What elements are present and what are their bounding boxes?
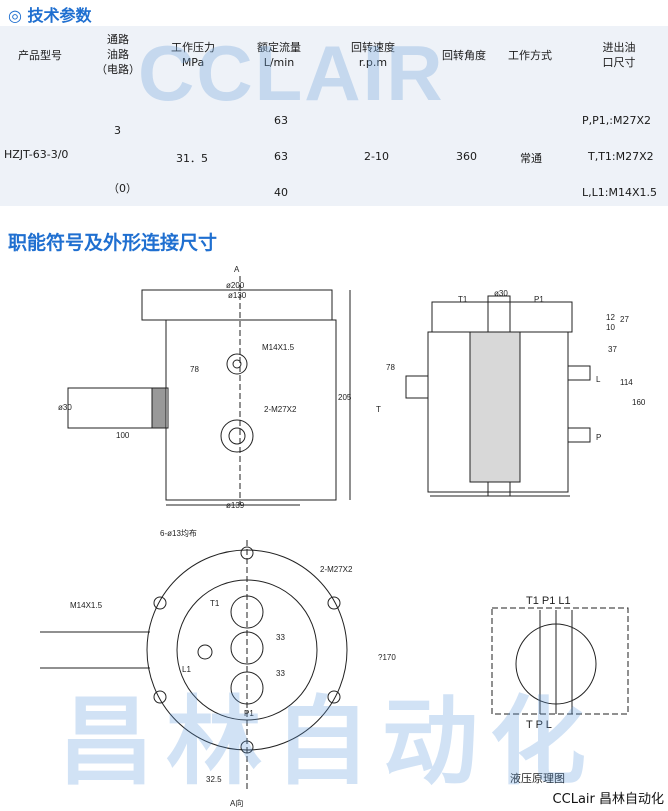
cell-ports-3: L,L1:M14X1.5 bbox=[582, 186, 657, 199]
spec-table: 产品型号 通路 油路 （电路） 工作压力 MPa 额定流量 L/min 回转速度… bbox=[0, 26, 668, 206]
symbol-top-ports: T1 P1 L1 bbox=[526, 595, 571, 607]
bottom-l1: L1 bbox=[182, 665, 191, 674]
section-view bbox=[405, 295, 591, 497]
front-m14: M14X1.5 bbox=[262, 343, 295, 352]
section-title-params: ◎ 技术参数 bbox=[8, 6, 92, 25]
section-h37: 37 bbox=[608, 345, 617, 354]
section-p: P bbox=[596, 433, 601, 442]
brand-watermark: CCLAIR bbox=[138, 29, 445, 117]
bottom-d33a: 33 bbox=[276, 633, 285, 642]
front-d130: ø130 bbox=[228, 291, 247, 300]
section-h12: 12 bbox=[606, 313, 615, 322]
cell-pressure: 31．5 bbox=[176, 152, 208, 165]
cell-flow-1: 63 bbox=[274, 114, 288, 127]
section-h10: 10 bbox=[606, 323, 615, 332]
cell-angle: 360 bbox=[456, 150, 477, 163]
bottom-a-view: A向 bbox=[230, 798, 243, 808]
header-pressure: 工作压力 MPa bbox=[171, 41, 215, 69]
bottom-d170: ?170 bbox=[378, 653, 396, 662]
header-passages: 通路 油路 （电路） bbox=[96, 33, 140, 76]
cell-flow-3: 40 bbox=[274, 186, 288, 199]
section-t1: T1 bbox=[458, 295, 468, 304]
section-h27: 27 bbox=[620, 315, 629, 324]
header-speed: 回转速度 r.p.m bbox=[351, 41, 395, 69]
header-flow: 额定流量 L/min bbox=[257, 41, 301, 69]
section-h78: 78 bbox=[386, 363, 395, 372]
front-h205: 205 bbox=[338, 393, 352, 402]
bottom-view bbox=[40, 540, 348, 790]
front-l100: 100 bbox=[116, 431, 130, 440]
front-a-mark: A bbox=[234, 265, 240, 274]
header-ports: 进出油 口尺寸 bbox=[602, 41, 636, 69]
cell-passages-electric: （0） bbox=[108, 182, 137, 195]
cell-speed: 2-10 bbox=[364, 150, 389, 163]
front-d30: ø30 bbox=[58, 403, 72, 412]
section-h160: 160 bbox=[632, 398, 646, 407]
header-model: 产品型号 bbox=[18, 49, 62, 62]
bottom-d33b: 33 bbox=[276, 669, 285, 678]
bottom-d325: 32.5 bbox=[206, 775, 222, 784]
front-d200: ø200 bbox=[226, 281, 245, 290]
front-m27: 2-M27X2 bbox=[264, 405, 297, 414]
front-h78: 78 bbox=[190, 365, 199, 374]
section-t: T bbox=[376, 405, 381, 414]
header-angle: 回转角度 bbox=[442, 49, 486, 62]
header-mode: 工作方式 bbox=[508, 49, 552, 62]
credit-text: CCLair 昌林自动化 bbox=[552, 792, 664, 807]
front-view bbox=[67, 276, 351, 506]
bottom-m14: M14X1.5 bbox=[70, 601, 103, 610]
bottom-m27: 2-M27X2 bbox=[320, 565, 353, 574]
section-d30: ø30 bbox=[494, 289, 508, 298]
cell-mode: 常通 bbox=[520, 152, 542, 165]
bottom-holes: 6-ø13均布 bbox=[160, 528, 197, 538]
bottom-t1: T1 bbox=[210, 599, 220, 608]
cell-ports-1: P,P1,:M27X2 bbox=[582, 114, 651, 127]
symbol-caption: 液压原理图 bbox=[510, 771, 565, 785]
symbol-bottom-ports: T P L bbox=[526, 719, 552, 731]
section-l: L bbox=[596, 375, 601, 384]
cell-flow-2: 63 bbox=[274, 150, 288, 163]
cell-ports-2: T,T1:M27X2 bbox=[588, 150, 654, 163]
hydraulic-symbol bbox=[491, 607, 629, 715]
front-d139: ø139 bbox=[226, 501, 245, 510]
cn-watermark: 昌林自动化 bbox=[58, 689, 598, 796]
bottom-p1: P1 bbox=[244, 709, 254, 718]
cell-passages-oil: 3 bbox=[114, 124, 121, 137]
section-h114: 114 bbox=[620, 378, 633, 387]
section-p1: P1 bbox=[534, 295, 544, 304]
section-title-symbols: 职能符号及外形连接尺寸 bbox=[8, 232, 218, 254]
cell-model: HZJT-63-3/0 bbox=[4, 148, 69, 161]
